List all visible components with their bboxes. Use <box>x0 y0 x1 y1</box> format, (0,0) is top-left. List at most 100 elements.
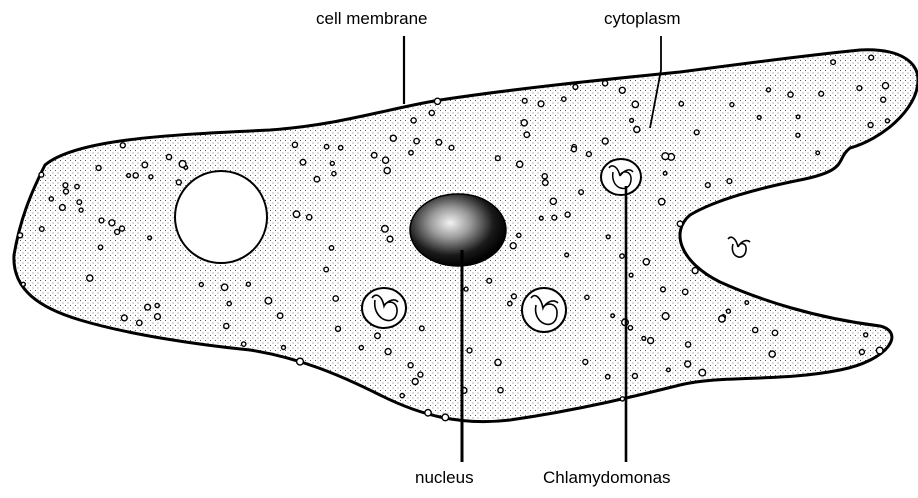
granule <box>121 315 127 321</box>
granule <box>246 282 250 286</box>
granule <box>683 289 688 294</box>
granule <box>694 130 699 135</box>
granule <box>772 330 777 335</box>
granule <box>562 97 566 101</box>
label-cytoplasm: cytoplasm <box>604 9 681 29</box>
granule <box>661 287 666 292</box>
granule <box>64 189 69 194</box>
granule <box>109 220 115 226</box>
granule <box>75 184 79 188</box>
granule <box>400 394 404 398</box>
granule <box>277 313 282 318</box>
granule <box>382 226 389 233</box>
granule <box>685 361 691 367</box>
granule <box>307 215 312 220</box>
granule <box>632 374 637 379</box>
granule <box>508 301 512 305</box>
granule <box>127 174 131 178</box>
granule <box>464 287 468 291</box>
granule <box>87 275 93 281</box>
granule <box>629 273 633 277</box>
granule <box>495 359 501 365</box>
granule <box>634 127 640 133</box>
granule <box>179 161 186 168</box>
granule <box>449 145 454 150</box>
granule <box>336 326 341 331</box>
granule <box>49 197 53 201</box>
granule <box>857 86 862 91</box>
granule <box>409 151 413 155</box>
granule <box>387 236 393 242</box>
granule <box>293 211 299 217</box>
granule <box>487 278 492 283</box>
granule <box>332 172 336 176</box>
granule <box>686 342 691 347</box>
granule <box>155 314 161 320</box>
granule <box>606 375 610 379</box>
granule <box>149 175 153 179</box>
granule <box>420 326 425 331</box>
granule <box>868 123 873 128</box>
granule <box>648 338 654 344</box>
granule <box>587 152 592 157</box>
granule <box>137 320 142 325</box>
granule <box>565 212 570 217</box>
granule <box>385 349 391 355</box>
granule <box>705 183 710 188</box>
granule <box>611 314 615 318</box>
granule <box>60 205 66 211</box>
granule <box>628 326 632 330</box>
granule <box>98 245 102 249</box>
granule <box>411 118 416 123</box>
granule <box>583 359 588 364</box>
granule <box>408 363 413 368</box>
label-cell-membrane: cell membrane <box>316 9 428 29</box>
granule <box>796 115 800 119</box>
granule <box>148 236 152 240</box>
granule <box>221 284 227 290</box>
granule <box>510 243 516 249</box>
granule <box>620 254 624 258</box>
granule <box>21 282 25 286</box>
granule <box>859 350 864 355</box>
granule <box>699 369 706 376</box>
granule <box>79 208 83 212</box>
granule <box>679 102 683 106</box>
granule <box>39 172 44 177</box>
granule <box>339 146 343 150</box>
granule <box>543 180 549 186</box>
granule <box>524 132 529 137</box>
granule <box>864 333 868 337</box>
granule <box>573 85 578 90</box>
granule <box>663 172 667 176</box>
food-vacuole-2 <box>522 288 566 332</box>
granule <box>434 98 440 104</box>
granule <box>224 323 229 328</box>
granule <box>796 133 800 137</box>
granule <box>585 295 589 299</box>
granule <box>96 165 101 170</box>
granule <box>602 138 608 144</box>
granule <box>133 173 138 178</box>
granule <box>333 296 338 301</box>
nucleus <box>410 194 506 266</box>
granule <box>819 91 824 96</box>
granule <box>869 55 874 60</box>
granule <box>512 294 517 299</box>
granule <box>372 153 377 158</box>
granule <box>359 346 363 350</box>
granule <box>265 297 272 304</box>
granule <box>630 119 634 123</box>
granule <box>436 140 442 146</box>
granule <box>282 346 286 350</box>
granule <box>745 301 749 305</box>
granule <box>517 233 521 237</box>
granule <box>412 379 418 385</box>
granule <box>292 142 297 147</box>
granule <box>816 151 820 155</box>
granule <box>757 116 761 120</box>
granule <box>467 348 472 353</box>
granule <box>642 337 646 341</box>
granule <box>831 60 836 65</box>
